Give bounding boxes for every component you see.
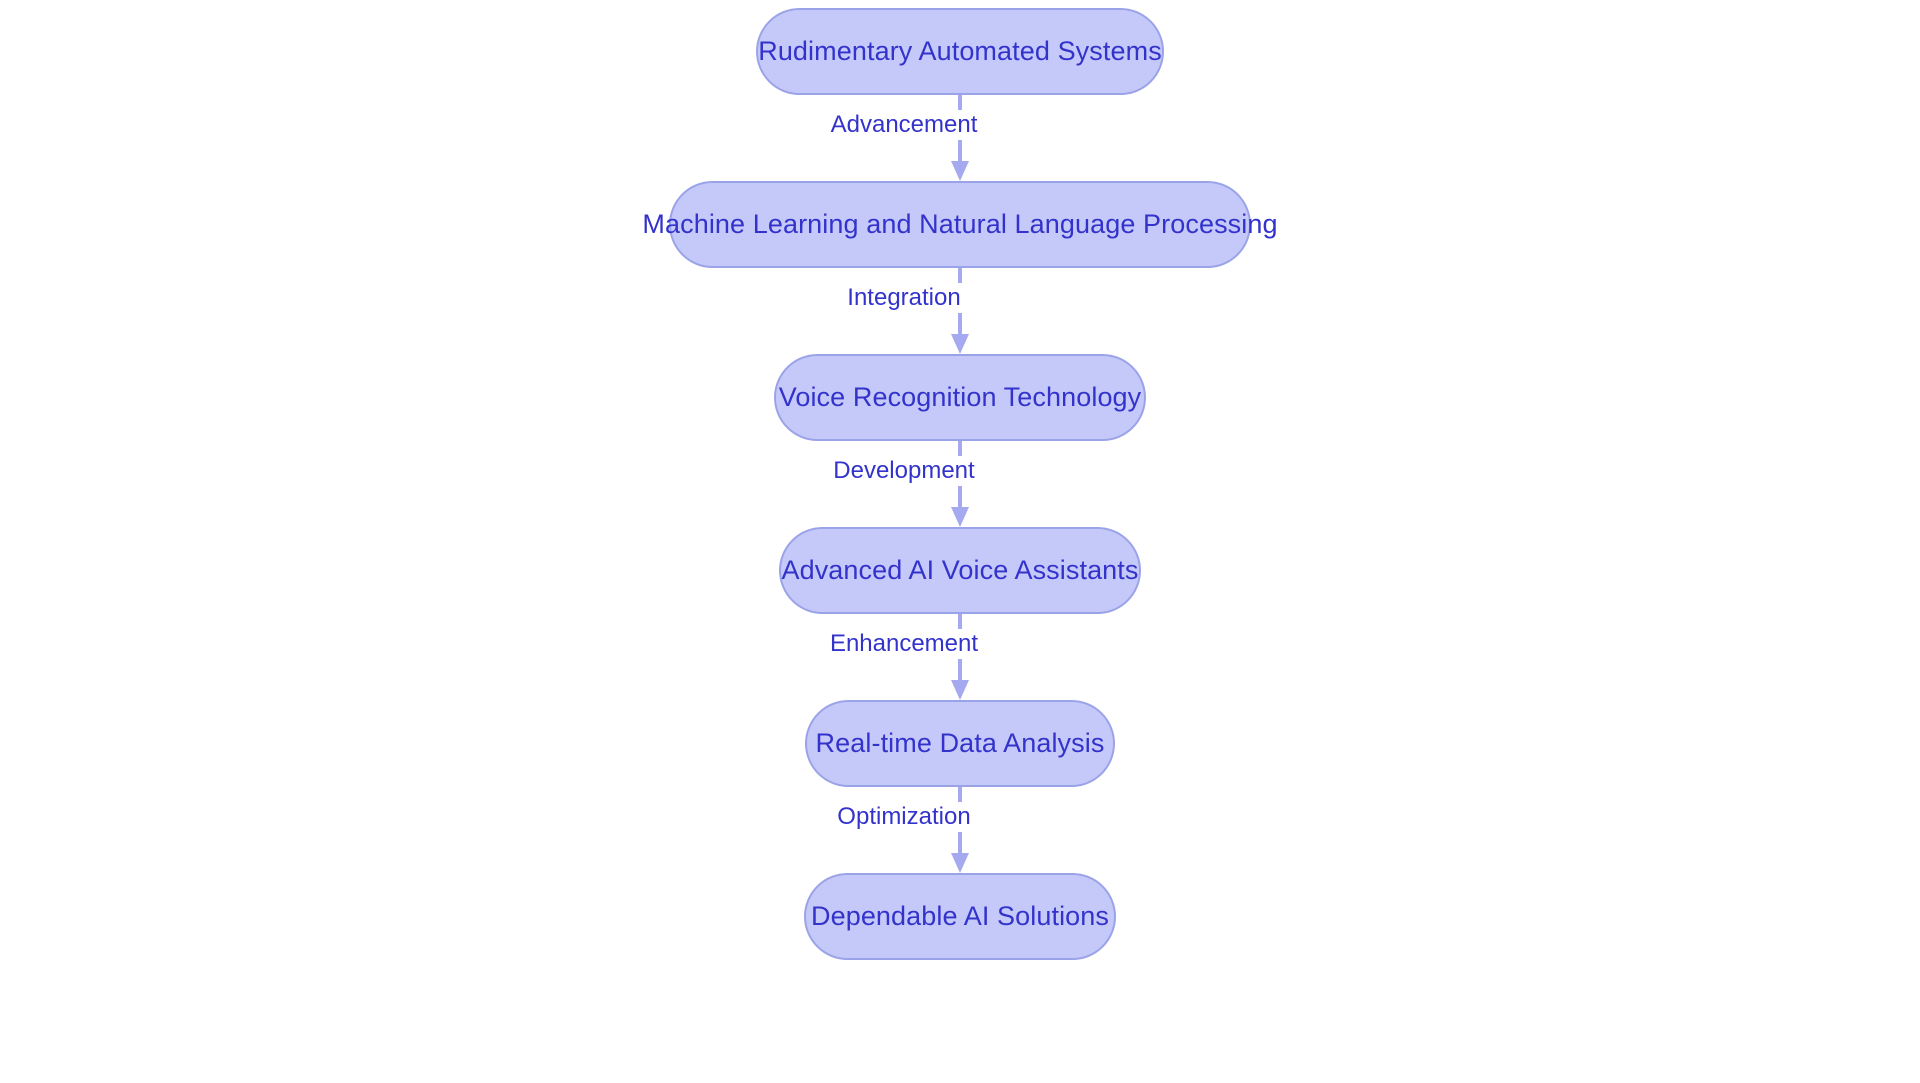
arrow-head-icon (951, 680, 969, 700)
flow-edge-optimization: Optimization (680, 787, 1240, 873)
flow-edge-advancement: Advancement (680, 95, 1240, 181)
flow-node-label: Machine Learning and Natural Language Pr… (642, 209, 1278, 239)
flow-node-label: Dependable AI Solutions (810, 901, 1110, 931)
flow-node-label: Voice Recognition Technology (778, 382, 1142, 412)
flow-edge-development: Development (680, 441, 1240, 527)
flow-node-label: Advanced AI Voice Assistants (781, 555, 1139, 585)
flow-edge-integration: Integration (680, 268, 1240, 354)
flow-node-real-time-data-analysis[interactable]: Real-time Data Analysis (805, 700, 1115, 787)
flow-node-voice-recognition-technology[interactable]: Voice Recognition Technology (774, 354, 1146, 441)
flow-edge-label: Enhancement (819, 629, 989, 659)
flow-node-label: Rudimentary Automated Systems (758, 36, 1162, 66)
flow-edge-label: Integration (837, 283, 971, 313)
arrow-head-icon (951, 161, 969, 181)
flow-edge-enhancement: Enhancement (680, 614, 1240, 700)
flow-edge-label: Development (823, 456, 985, 486)
flow-edge-label: Optimization (827, 802, 981, 832)
arrow-head-icon (951, 334, 969, 354)
flow-node-dependable-ai-solutions[interactable]: Dependable AI Solutions (804, 873, 1116, 960)
flow-node-rudimentary-automated-systems[interactable]: Rudimentary Automated Systems (756, 8, 1164, 95)
flow-edge-label: Advancement (820, 110, 988, 140)
flow-node-machine-learning-and-natural-language-processing[interactable]: Machine Learning and Natural Language Pr… (642, 181, 1278, 268)
flow-node-label: Real-time Data Analysis (815, 728, 1105, 758)
flow-node-advanced-ai-voice-assistants[interactable]: Advanced AI Voice Assistants (779, 527, 1141, 614)
arrow-head-icon (951, 853, 969, 873)
arrow-head-icon (951, 507, 969, 527)
